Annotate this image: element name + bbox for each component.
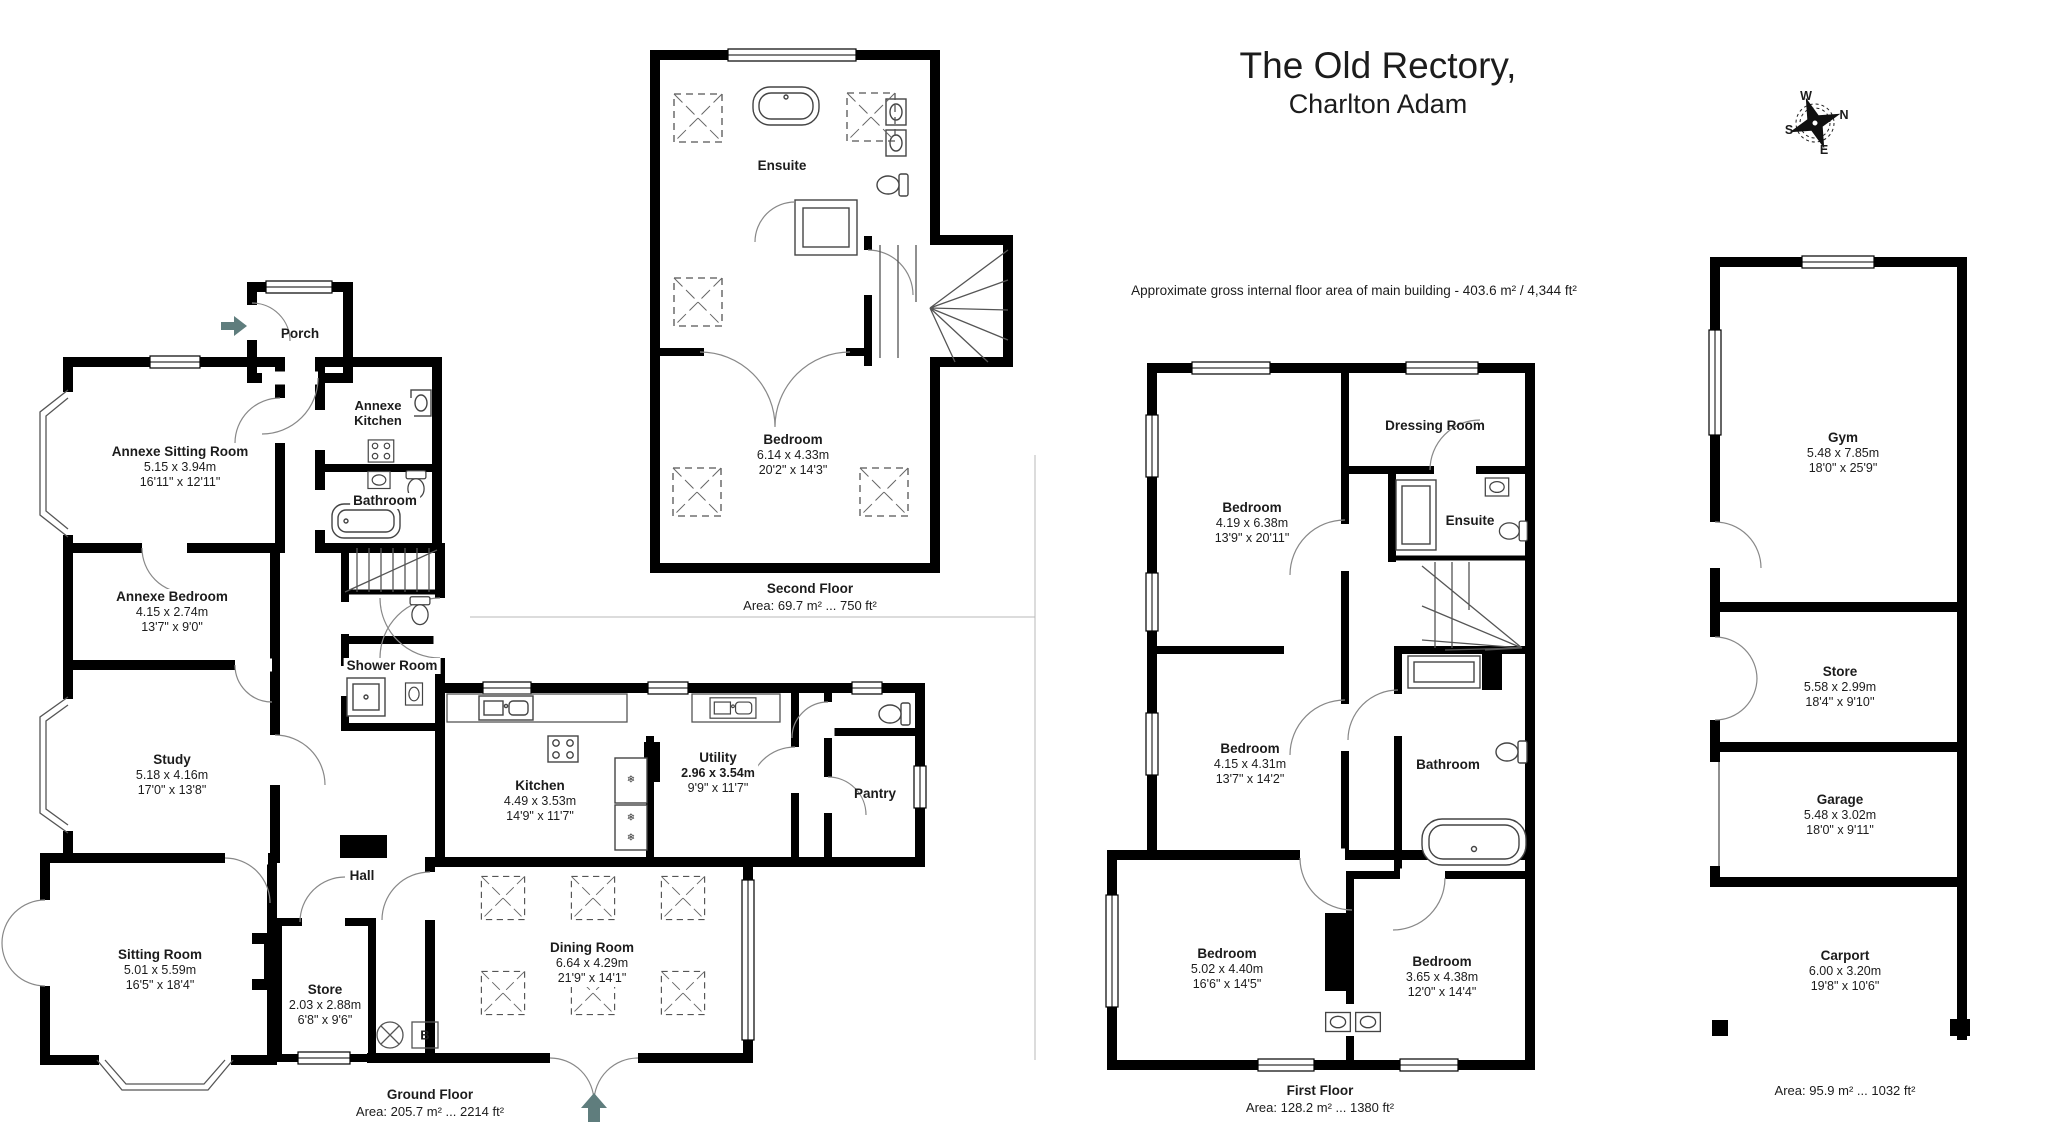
room-label-gym: Gym 5.48 x 7.85m 18'0" x 25'9": [1806, 430, 1880, 475]
room-label-shower-room: Shower Room: [343, 658, 441, 674]
room-label-pantry: Pantry: [853, 786, 897, 801]
room-label-study: Study 5.18 x 4.16m 17'0" x 13'8": [132, 752, 212, 799]
outbuilding-plan: [1708, 255, 1970, 1040]
compass-w: W: [1800, 89, 1812, 103]
room-label-annexe-bedroom: Annexe Bedroom 4.15 x 2.74m 13'7" x 9'0": [113, 589, 231, 636]
compass-rose-icon: [1789, 97, 1841, 149]
floor-label-outbuilding: Area: 95.9 m² ... 1032 ft²: [1774, 1083, 1916, 1098]
utility-sink-icon: [709, 697, 757, 719]
toilet-icon: [876, 173, 909, 197]
entry-arrow-porch: [221, 316, 247, 336]
room-label-ensuite-second: Ensuite: [757, 158, 807, 173]
bathtub-icon: [1421, 818, 1527, 866]
bay-window-study: [39, 696, 69, 834]
kitchen-sink-icon: [478, 695, 534, 721]
first-floor-plan: [1105, 361, 1535, 1072]
annexe-bathtub-icon: [331, 503, 401, 539]
freezer-icon: ❄: [626, 812, 636, 824]
skylight-icon: [673, 93, 723, 143]
room-label-carport: Carport 6.00 x 3.20m 19'8" x 10'6": [1808, 948, 1882, 993]
page-title: The Old Rectory, Charlton Adam: [1240, 44, 1517, 120]
toilet-icon: [1495, 740, 1528, 764]
section-divider-lines: [470, 455, 1036, 1060]
room-label-dressing: Dressing Room: [1385, 418, 1485, 433]
shower-icon: [346, 677, 386, 717]
floor-label-first: First Floor Area: 128.2 m² ... 1380 ft²: [1245, 1083, 1395, 1115]
toilet-icon: [1498, 520, 1528, 542]
skylight-icon: [660, 875, 706, 921]
compass-s: S: [1784, 123, 1794, 137]
basin-icon: [885, 98, 907, 126]
room-label-bedroom2: Bedroom 4.15 x 4.31m 13'7" x 14'2": [1213, 741, 1287, 786]
skylight-icon: [859, 467, 909, 517]
staircase-ground: [344, 548, 438, 593]
annexe-kitchen-sink-icon: [410, 389, 432, 417]
room-label-ensuite-first: Ensuite: [1442, 513, 1498, 529]
room-label-dining: Dining Room 6.64 x 4.29m 21'9" x 14'1": [547, 940, 637, 987]
room-label-bedroom1: Bedroom 4.19 x 6.38m 13'9" x 20'11": [1214, 500, 1290, 545]
annexe-cooker-icon: [367, 439, 395, 463]
pantry-wc-toilet-icon: [878, 702, 911, 726]
room-label-garage: Garage 5.48 x 3.02m 18'0" x 9'11": [1803, 792, 1877, 837]
room-label-store-outbuilding: Store 5.58 x 2.99m 18'4'' x 9'10'': [1803, 664, 1877, 709]
basin-icon: [1354, 1011, 1382, 1033]
basin-icon: [1324, 1011, 1352, 1033]
title-line2: Charlton Adam: [1288, 89, 1468, 119]
room-label-annexe-kitchen: Annexe Kitchen: [342, 398, 414, 428]
skylight-icon: [673, 277, 723, 327]
freezer-icon: ❄: [626, 832, 636, 844]
compass-e: E: [1819, 143, 1829, 157]
room-label-utility: Utility 2.96 x 3.54m 9'9" x 11'7": [678, 750, 758, 797]
ground-floor-plan: [1, 280, 927, 1122]
room-label-sitting-room: Sitting Room 5.01 x 5.59m 16'5" x 18'4": [115, 947, 205, 994]
bay-window-annexe-sitting: [39, 389, 69, 538]
room-label-bathroom: Bathroom: [350, 493, 420, 509]
room-label-bedroom3: Bedroom 5.02 x 4.40m 16'6" x 14'5": [1190, 946, 1264, 991]
title-line1: The Old Rectory,: [1239, 45, 1517, 86]
room-label-bathroom-first: Bathroom: [1413, 757, 1483, 773]
skylight-icon: [672, 467, 722, 517]
room-label-porch: Porch: [280, 326, 320, 341]
entry-arrow-main: [581, 1093, 607, 1122]
staircase-second: [879, 245, 1009, 363]
basin-icon: [1484, 477, 1510, 497]
room-label-store: Store 2.03 x 2.88m 6'8" x 9'6": [285, 982, 365, 1029]
staircase-first: [1421, 562, 1523, 651]
skylight-icon: [570, 875, 616, 921]
floor-label-ground: Ground Floor Area: 205.7 m² ... 2214 ft²: [355, 1087, 505, 1119]
skylight-icon: [660, 970, 706, 1016]
fridge-icon: ❄: [626, 774, 636, 786]
wc-toilet-icon: [409, 596, 431, 626]
room-label-annexe-sitting: Annexe Sitting Room 5.15 x 3.94m 16'11" …: [108, 444, 252, 491]
shower-room-basin-icon: [404, 682, 424, 706]
gross-area-note: Approximate gross internal floor area of…: [1131, 283, 1577, 298]
room-label-bedroom-second: Bedroom 6.14 x 4.33m 20'2" x 14'3": [756, 432, 830, 477]
boiler-symbol: B: [420, 1027, 430, 1043]
floor-label-second: Second Floor Area: 69.7 m² ... 750 ft²: [743, 581, 877, 613]
annexe-basin-icon: [367, 470, 391, 490]
room-label-kitchen: Kitchen 4.49 x 3.53m 14'9" x 11'7": [500, 778, 580, 825]
skylight-icon: [480, 970, 526, 1016]
compass-n: N: [1839, 108, 1849, 122]
second-floor-plan: [650, 48, 1013, 573]
skylight-icon: [480, 875, 526, 921]
cooker-icon: [547, 735, 579, 763]
basin-icon: [885, 129, 907, 157]
bathtub-icon: [752, 86, 820, 126]
room-label-hall: Hall: [349, 868, 375, 883]
room-label-bedroom4: Bedroom 3.65 x 4.38m 12'0" x 14'4": [1405, 954, 1479, 999]
bay-window-sitting-room: [96, 1059, 234, 1091]
